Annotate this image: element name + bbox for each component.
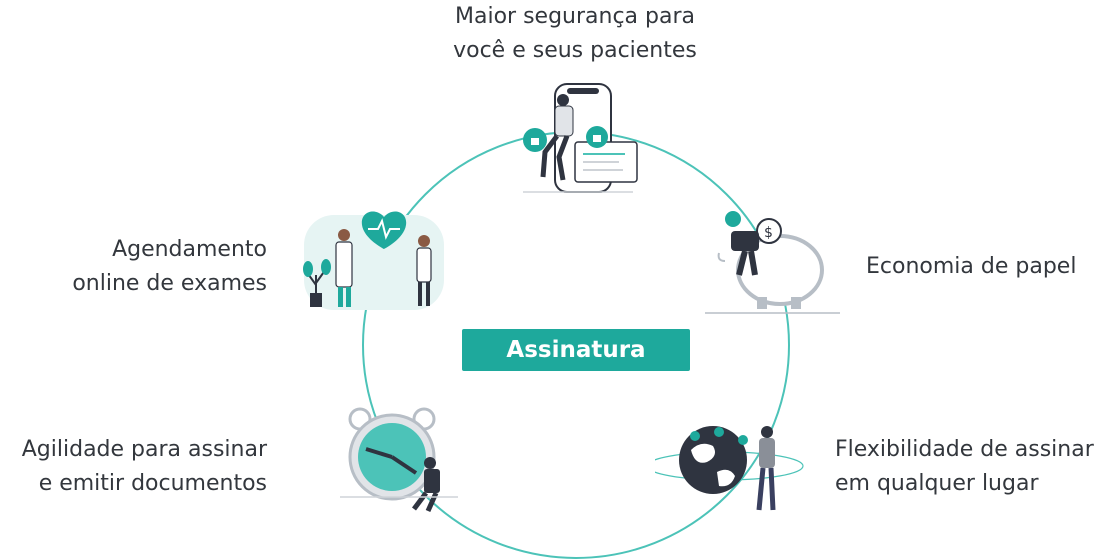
label-agility: Agilidade para assinar e emitir document… <box>22 433 267 501</box>
label-paper-economy: Economia de papel <box>866 250 1076 284</box>
svg-text:$: $ <box>764 225 773 241</box>
label-agility-line1: Agilidade para assinar <box>21 437 267 462</box>
doctors-heart-illustration <box>303 211 444 310</box>
label-scheduling-line2: online de exames <box>72 271 267 296</box>
label-scheduling: Agendamento online de exames <box>72 233 267 301</box>
label-flexibility-line2: em qualquer lugar <box>835 471 1039 496</box>
globe-pins-illustration <box>655 426 804 511</box>
label-flexibility-line1: Flexibilidade de assinar <box>835 437 1094 462</box>
label-security: Maior segurança para você e seus pacient… <box>440 0 710 68</box>
piggy-bank-illustration: $ <box>705 211 840 314</box>
label-flexibility: Flexibilidade de assinar em qualquer lug… <box>835 433 1094 501</box>
label-agility-line2: e emitir documentos <box>38 471 267 496</box>
label-paper-economy-line1: Economia de papel <box>866 254 1077 279</box>
label-security-line2: você e seus pacientes <box>453 38 697 63</box>
center-title-badge: Assinatura digital <box>462 329 690 405</box>
alarm-clock-illustration <box>340 407 458 513</box>
label-scheduling-line1: Agendamento <box>112 237 267 262</box>
label-security-line1: Maior segurança para <box>455 4 695 29</box>
phone-security-illustration <box>523 83 638 193</box>
